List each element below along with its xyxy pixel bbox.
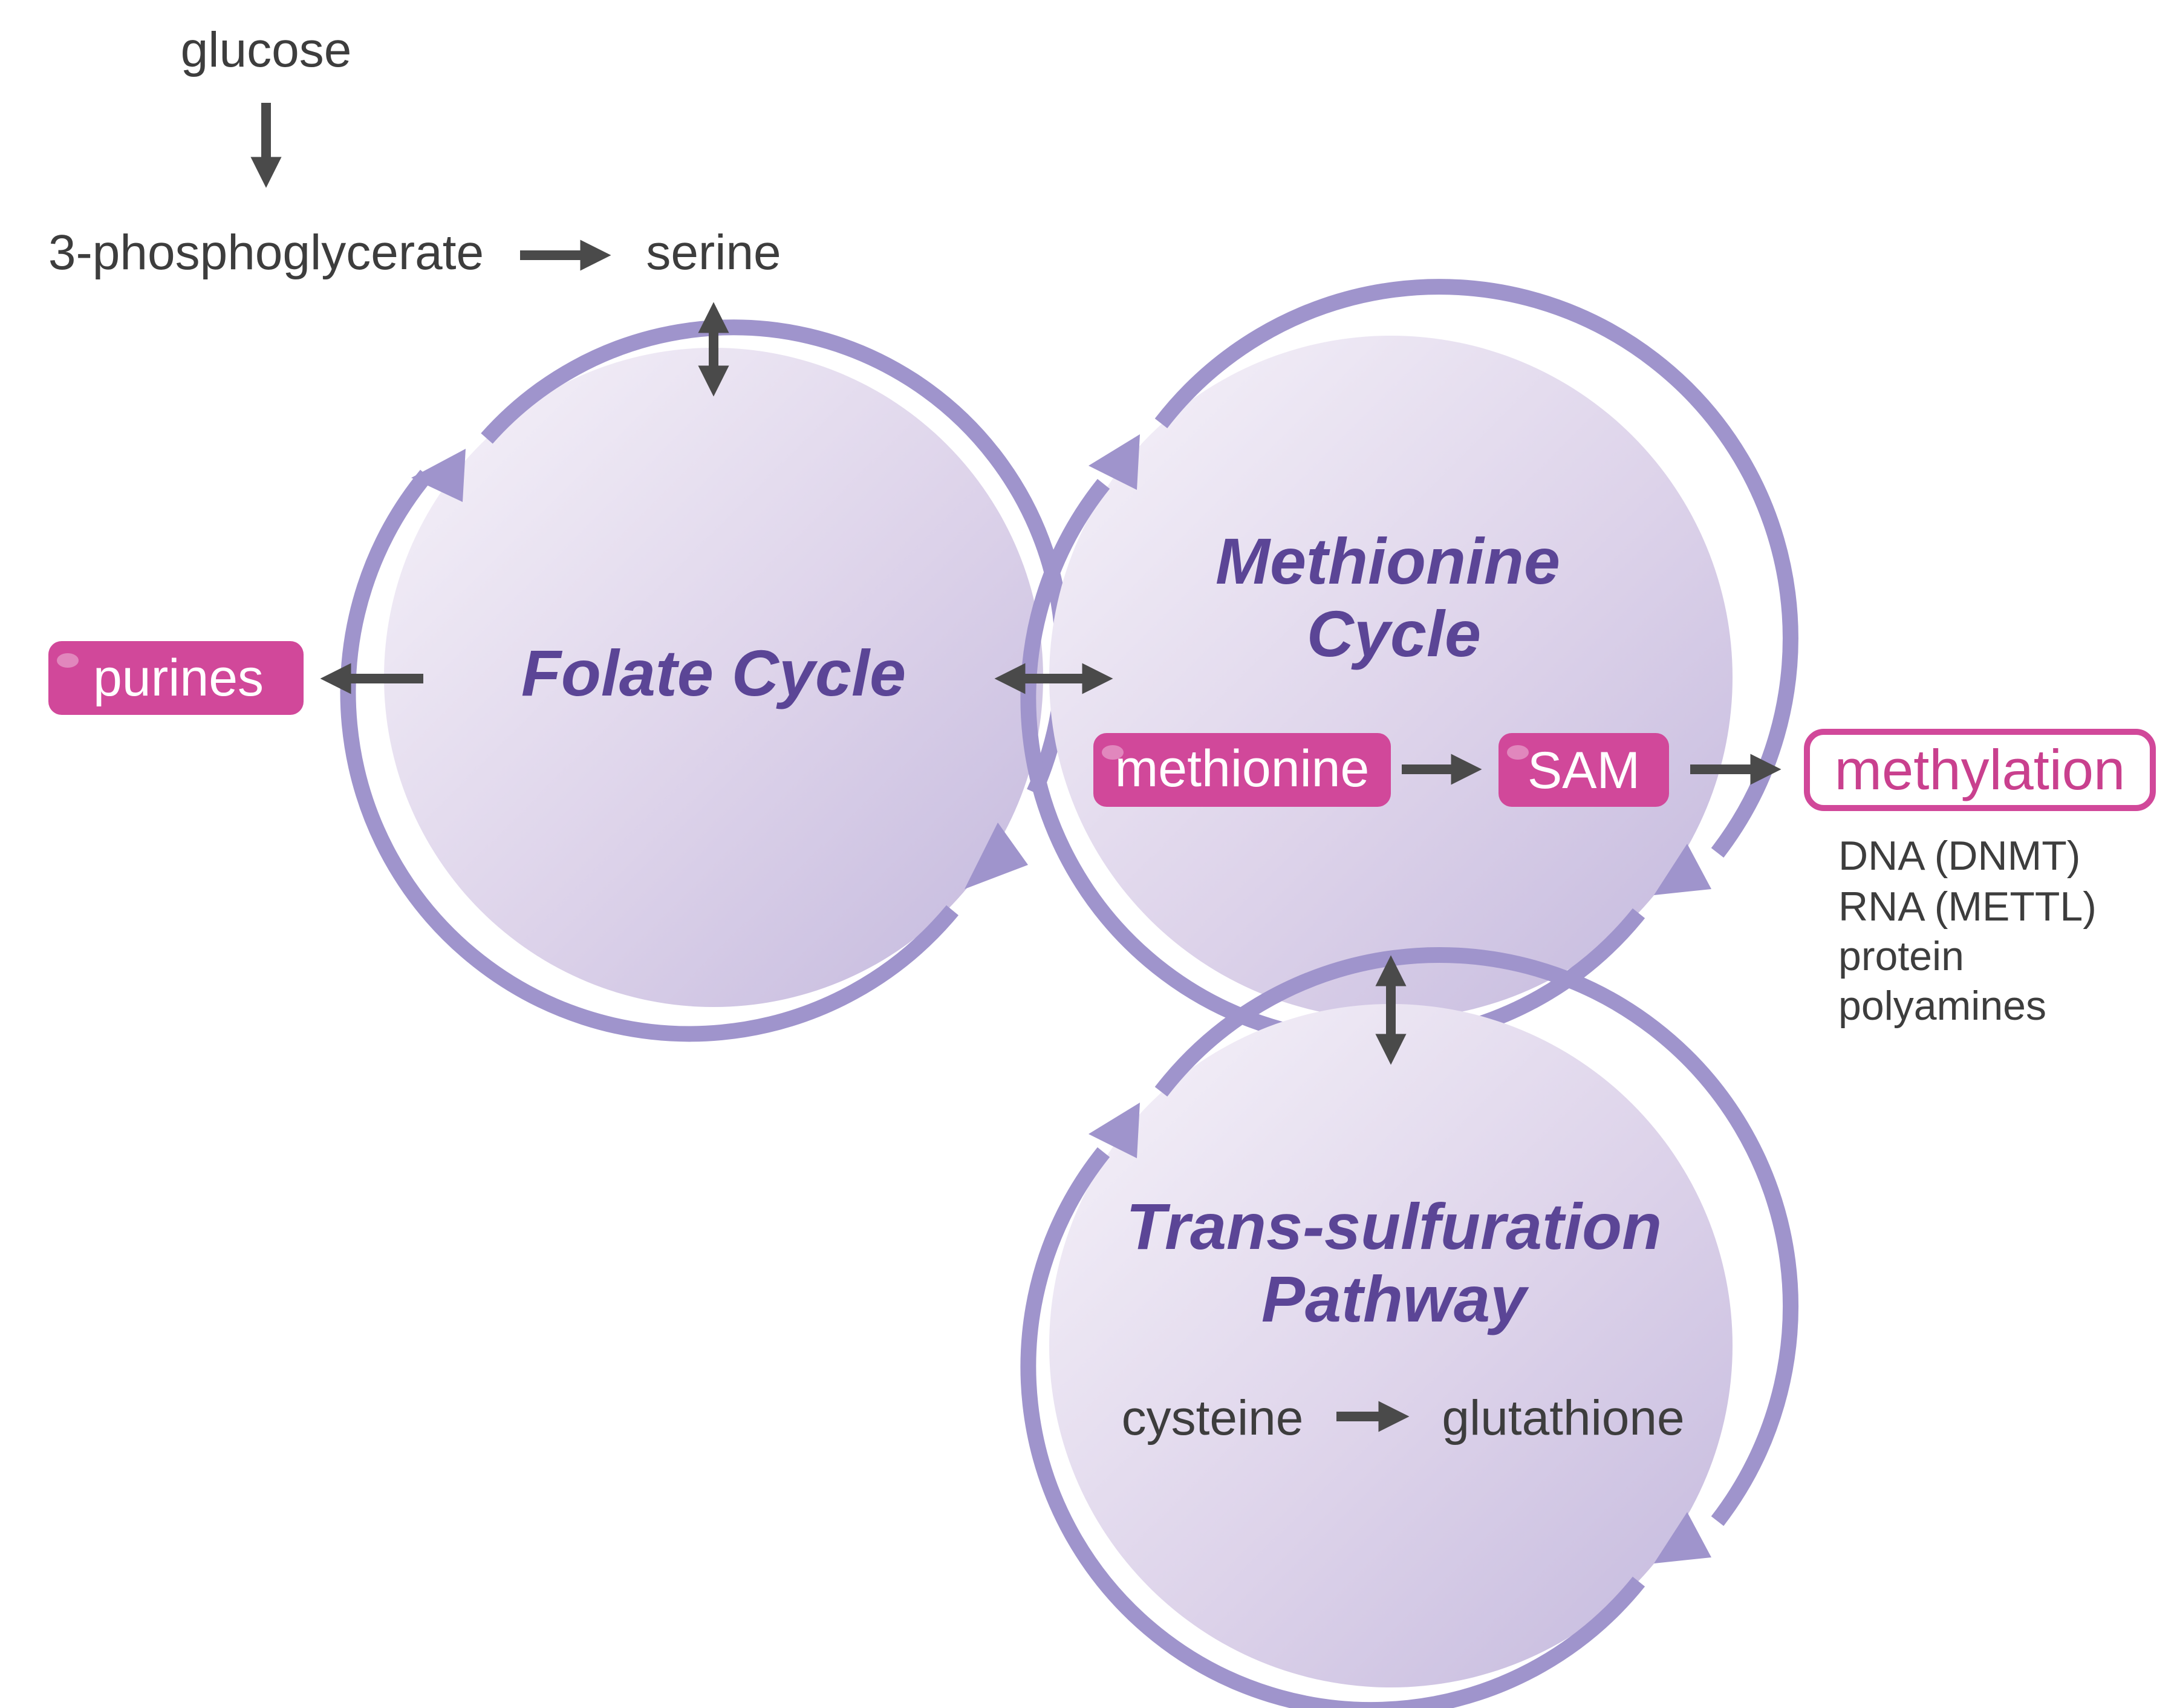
folate-cycle-ring-arc [340,469,959,1042]
methylation-box [1804,729,2156,811]
methylation-badge: methylation [1804,729,2156,811]
cysteine-label: cysteine [1122,1390,1304,1446]
sam-label: SAM [1528,742,1640,800]
folate-cycle-title: Folate Cycle [521,636,906,709]
transsulfuration-arrowhead [1654,1512,1711,1563]
methionine-cycle-ring-arc [1154,279,1799,858]
methionine-cycle-ring-arc [1020,478,1645,1050]
folate-cycle: Folate Cycle [340,319,1072,1042]
methylation-target-item: polyamines [1838,983,2046,1029]
phosphoglycerate-label: 3-phosphoglycerate [48,225,484,280]
methionine-cycle-title-line1: Methionine [1215,524,1560,598]
serine-label: serine [646,225,781,280]
methionine-label: methionine [1115,740,1370,798]
folate-cycle-arrowhead [965,823,1028,889]
sam-badge: SAM [1499,733,1669,807]
methionine-cycle-disc [1049,336,1733,1019]
sam-pill [1499,733,1669,807]
methylation-target-item: DNA (DNMT) [1838,833,2080,879]
methylation-target-item: protein [1838,933,1964,979]
purines-badge: purines [48,641,304,715]
methylation-targets-list: DNA (DNMT) RNA (METTL) protein polyamine… [1838,833,2097,1029]
folate-cycle-disc [384,348,1043,1007]
pill-highlight [1102,745,1124,760]
transsulfuration-cycle: Trans-sulfuration Pathway cysteine gluta… [1020,947,1799,1708]
glucose-label: glucose [181,22,352,77]
transsulfuration-cycle-disc [1049,1004,1733,1687]
methionine-badge: methionine [1093,733,1391,807]
transsulfuration-ring-arc [1154,947,1799,1526]
glutathione-label: glutathione [1442,1390,1684,1446]
transsulfuration-arrowhead [1088,1103,1140,1158]
purines-pill [48,641,304,715]
pill-highlight [57,653,79,668]
methionine-cycle-title-line2: Cycle [1307,597,1481,670]
methylation-label: methylation [1835,738,2126,801]
transsulfuration-title-line2: Pathway [1261,1262,1529,1335]
methionine-cycle-arrowhead [1088,434,1140,490]
transsulfuration-title-line1: Trans-sulfuration [1126,1190,1662,1263]
methionine-pill [1093,733,1391,807]
methionine-cycle: Methionine Cycle [1020,279,1799,1050]
transsulfuration-ring-arc [1020,1147,1645,1708]
folate-cycle-arrowhead [411,449,466,502]
methionine-cycle-arrowhead [1654,844,1711,895]
methylation-target-item: RNA (METTL) [1838,884,2097,930]
pill-highlight [1507,745,1529,760]
purines-label: purines [93,649,264,707]
